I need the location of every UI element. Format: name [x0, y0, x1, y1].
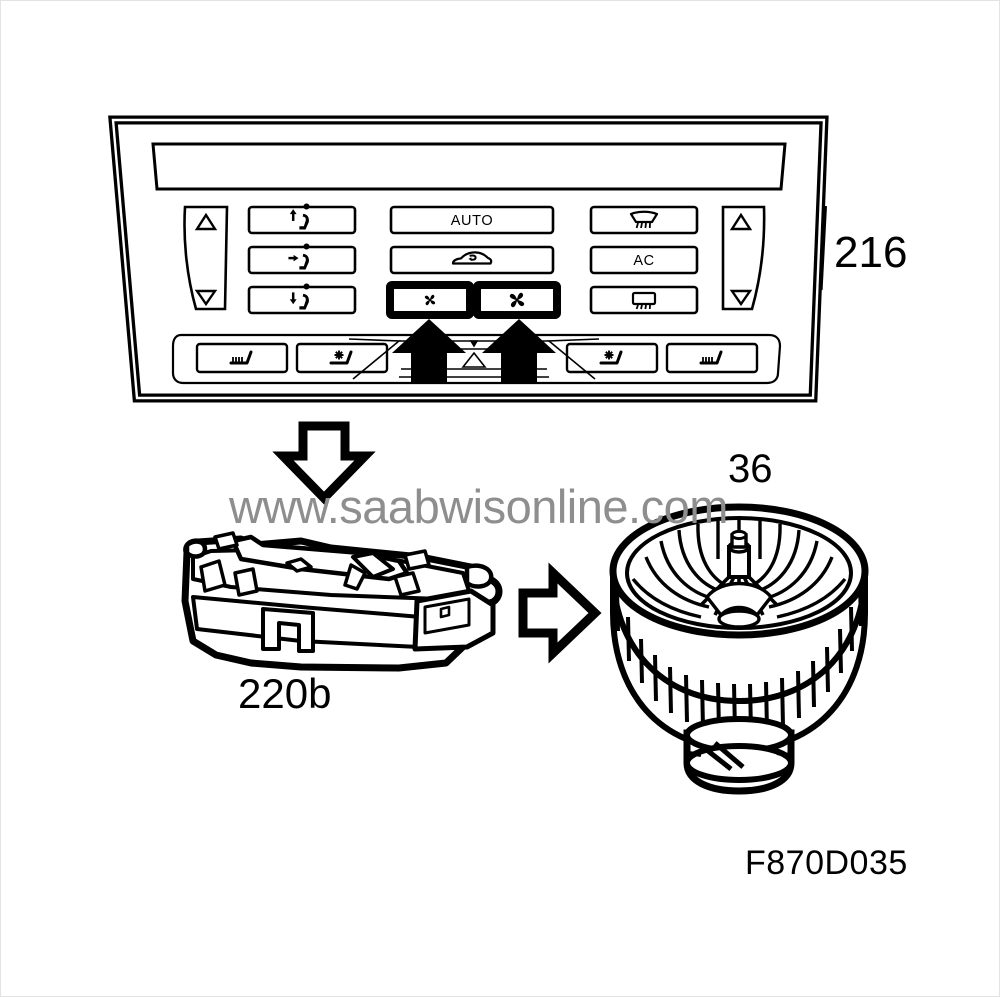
mounting-ear-left	[184, 539, 208, 559]
airflow-face-button[interactable]	[247, 245, 357, 275]
airflow-button-column	[247, 203, 357, 315]
callout-216-label: 216	[834, 228, 908, 277]
ac-button[interactable]	[589, 245, 699, 275]
auto-fan-button-column: AUTO	[386, 205, 561, 319]
airflow-up-icon	[289, 203, 310, 230]
shaft-tip-cap	[730, 529, 748, 541]
control-panel-216[interactable]: AUTO	[108, 115, 829, 403]
temp-down-icon[interactable]	[729, 289, 753, 307]
fan-button-highlight-arrows	[392, 319, 556, 383]
flow-arrow-right	[518, 562, 602, 664]
callout-36-label: 36	[728, 447, 773, 491]
connector-latch	[439, 605, 451, 619]
temp-down-icon[interactable]	[194, 289, 218, 307]
top-tab-b	[403, 549, 431, 571]
recirculation-car-icon	[451, 251, 493, 265]
part-220b-control-unit[interactable]	[181, 531, 503, 672]
airflow-windshield-button[interactable]	[247, 205, 357, 235]
housing-retainer-clip	[701, 741, 745, 771]
hub-cone	[704, 581, 774, 618]
lever-link	[343, 563, 367, 591]
heated-seat-icon	[229, 350, 253, 365]
mounting-notch	[261, 607, 315, 653]
highlight-arrow-left	[392, 319, 466, 383]
lever-pivot	[285, 557, 313, 573]
panel-frame-inner-highlight	[111, 118, 826, 400]
rib-left-2	[233, 567, 259, 597]
ventilated-seat-icon	[599, 350, 623, 365]
airflow-floor-button[interactable]	[247, 285, 357, 315]
housing-ribs	[688, 751, 790, 757]
lever-arm-block	[351, 551, 395, 579]
heated-seat-icon	[699, 350, 723, 365]
windshield-defrost-button[interactable]	[589, 205, 699, 235]
airflow-right-icon	[288, 243, 310, 270]
blower-cage-body	[610, 570, 868, 753]
driver-temperature-stepper[interactable]	[183, 205, 229, 311]
rib-left	[199, 559, 227, 593]
auto-button[interactable]	[389, 205, 555, 235]
temp-up-icon[interactable]	[194, 212, 218, 231]
lcd-display	[151, 142, 787, 191]
defrost-ac-button-column: AC	[589, 205, 699, 315]
part-36-blower-wheel[interactable]	[609, 503, 869, 795]
mounting-ear-right	[464, 563, 494, 589]
temp-up-icon[interactable]	[729, 212, 753, 231]
callout-220b-label: 220b	[238, 670, 332, 717]
passenger-temperature-stepper[interactable]	[721, 205, 766, 311]
rear-defrost-button[interactable]	[589, 285, 699, 315]
windshield-defrost-icon	[629, 210, 659, 229]
seat-control-bar	[171, 333, 782, 385]
ventilated-seat-icon	[329, 350, 353, 365]
top-tab-a	[213, 531, 239, 551]
flow-arrow-down	[272, 421, 376, 505]
center-tab	[393, 571, 421, 597]
auto-button-label: AUTO	[451, 213, 493, 229]
figure-code-label: F870D035	[745, 844, 908, 882]
highlight-arrow-right	[482, 319, 556, 383]
rear-defrost-icon	[631, 291, 657, 310]
hub-base	[717, 609, 761, 629]
airflow-down-icon	[289, 283, 310, 310]
ac-button-label: AC	[633, 253, 654, 269]
